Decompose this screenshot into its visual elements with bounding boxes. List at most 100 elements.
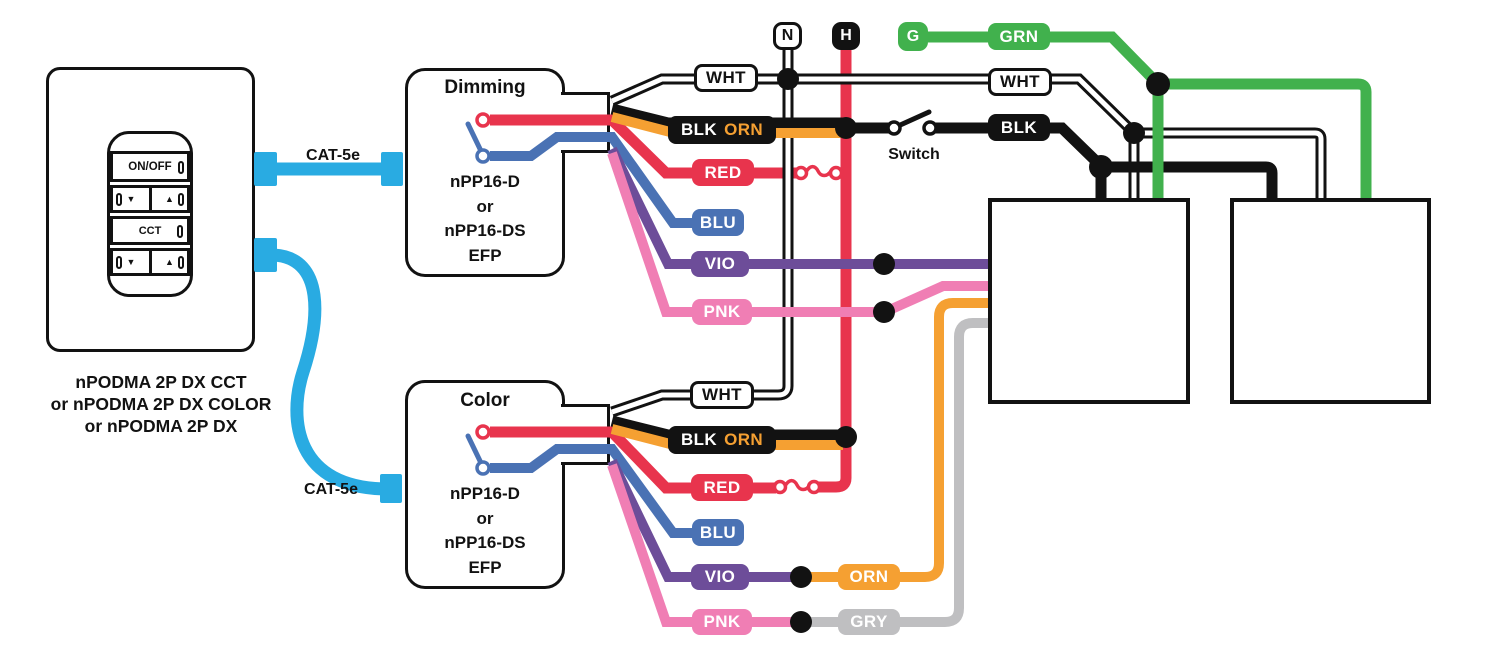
cat5e-label-bottom: CAT-5e [304,481,358,498]
blu-label-color: BLU [692,519,744,546]
hot-terminal: H [832,22,860,50]
cat5e-label-top: CAT-5e [306,147,360,164]
grn-text: GRN [999,26,1039,46]
on-off-button: ON/OFF [110,151,190,182]
pack-model-line: EFP [468,557,502,577]
down-arrow-icon: ▼ [126,193,136,204]
switch-contact-icon [922,120,938,136]
hot-terminal-label: H [840,27,852,44]
wht-text: WHT [1000,72,1040,91]
cat5e-connectors [254,152,403,503]
gry-text: GRY [850,612,888,631]
neutral-terminal-label: N [781,27,794,44]
pack-model-line: or [476,508,494,528]
color-pack-title: Color [460,390,510,411]
switch-label: Switch [888,146,940,163]
blu-text: BLU [699,212,737,232]
pack-model-line: nPP16-DS [444,221,526,240]
cct-label: CCT [138,224,162,237]
blk-label-right: BLK [988,114,1050,141]
pnk-label-dimming: PNK [692,299,752,325]
on-off-label: ON/OFF [128,160,172,173]
pack-model-line: nPP16-D [450,484,520,503]
grn-label: GRN [988,23,1050,50]
fixture-box-1 [988,198,1190,404]
wht-label-dimming: WHT [694,64,758,92]
red-label-color: RED [691,474,753,501]
cct-button: CCT [110,216,190,245]
raise-button-top: ▲ [149,185,190,213]
blk-text: BLK [1000,117,1038,137]
cat5e-cables [272,162,392,496]
dimming-pink-wire [607,151,996,317]
red-breaker-symbols [772,164,844,495]
vio-text: VIO [704,254,736,273]
pack-model-line: or [476,196,494,216]
orn-label-fixture: ORN [838,564,900,590]
pnk-text: PNK [703,302,741,321]
junction-dot [777,68,799,90]
junction-dot [1146,72,1170,96]
violet-wires [607,146,996,582]
led-indicator-icon [178,161,184,174]
junction-dot [790,611,812,633]
ground-terminal-label: G [906,27,920,45]
hot-feed-wire [813,50,852,493]
neutral-terminal: N [773,22,802,50]
blu-label-dimming: BLU [692,209,744,236]
up-arrow-icon: ▲ [165,256,174,267]
raise-button-bottom: ▲ [149,248,190,276]
pack-model-line: nPP16-DS [444,533,526,552]
wall-station-button-panel: ON/OFF ▼ ▲ CCT ▼ ▲ [107,131,193,297]
blk-orn-label-dimming: BLK ORN [668,116,776,144]
down-arrow-icon: ▼ [126,256,136,267]
wall-station-model-line: or nPODMA 2P DX COLOR [50,394,272,414]
switch-contact-icon [886,120,902,136]
rj45-connector-icon [381,152,403,186]
dimming-violet-wire [607,146,996,269]
pack-model-line: nPP16-D [450,172,520,191]
gry-label-fixture: GRY [838,609,900,635]
led-indicator-icon [178,193,184,206]
ground-terminal: G [898,22,928,51]
junction-dot [790,566,812,588]
wall-station-model: nPODMA 2P DX CCT or nPODMA 2P DX COLOR o… [0,371,322,437]
blk-text: BLK [680,120,718,139]
orn-text: ORN [724,120,764,139]
rj45-connector-icon [254,152,277,186]
blk-text: BLK [680,430,718,449]
dimming-pack-tab [561,92,610,153]
dimming-pack-model: nPP16-D or nPP16-DS EFP [405,170,565,268]
up-arrow-icon: ▲ [165,193,174,204]
wall-station-model-line: or nPODMA 2P DX [84,416,238,436]
red-text: RED [703,477,741,497]
junction-dot [873,253,895,275]
led-indicator-icon [178,256,184,269]
blu-text: BLU [699,522,737,542]
fixture-box-2 [1230,198,1431,404]
pack-model-line: EFP [468,245,502,265]
led-indicator-icon [177,225,183,238]
vio-label-dimming: VIO [691,251,749,277]
orn-text: ORN [724,430,764,449]
wht-text: WHT [706,68,746,87]
junction-dot [835,117,857,139]
pink-wires [607,151,996,627]
lower-button-bottom: ▼ [110,248,152,276]
pnk-text: PNK [703,612,741,631]
lower-button-top: ▼ [110,185,152,213]
red-text: RED [704,162,742,182]
rj45-connector-icon [254,238,277,272]
dimming-pack-title: Dimming [444,77,526,98]
rj45-connector-icon [380,474,402,503]
wht-label-right: WHT [988,68,1052,96]
junction-dot [1123,122,1145,144]
wht-text: WHT [702,385,742,404]
vio-text: VIO [704,567,736,586]
switch-lever-icon [895,109,932,129]
color-pack-tab [561,404,610,465]
led-indicator-icon [116,256,122,269]
wht-label-color: WHT [690,381,754,409]
switch-symbol [886,109,938,136]
